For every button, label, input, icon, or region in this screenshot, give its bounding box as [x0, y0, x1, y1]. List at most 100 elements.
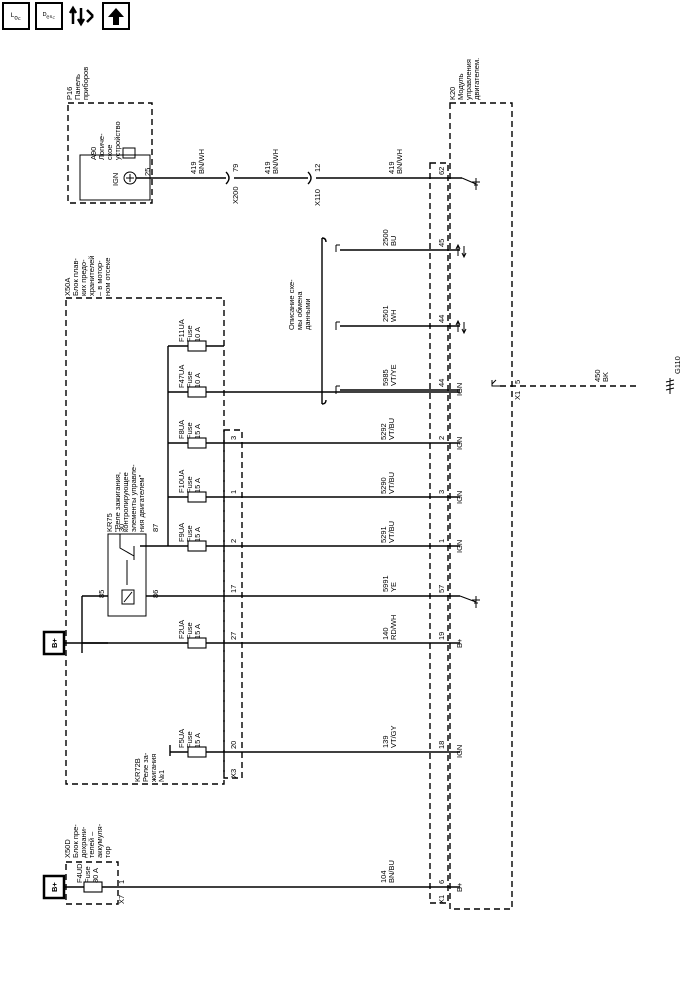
diagram-line: Fuse — [185, 325, 194, 342]
diagram-label: 3 — [229, 436, 238, 440]
diagram-line: P16 — [65, 87, 74, 100]
diagram-line: YE — [389, 582, 398, 592]
diagram-line: VT/BU — [387, 418, 396, 440]
diagram-label: 5290VT/BU — [379, 472, 396, 494]
wire-419b-label: 419BN/WH — [263, 149, 280, 174]
diagram-line: Fuse — [185, 476, 194, 493]
diagram-line: двигателем. — [472, 58, 481, 100]
diagram-line: BN/WH — [395, 149, 404, 174]
diagram-line: элементы управле- — [129, 464, 138, 532]
diagram-line — [123, 591, 133, 603]
diagram-label: 1 — [229, 490, 238, 494]
diagram-line: F11UA — [177, 319, 186, 342]
diagram-label: 1 — [437, 539, 446, 543]
diagram-line: мы обмена — [295, 291, 304, 330]
diagram-label: 18 — [437, 741, 446, 749]
diagram-label: 44 — [437, 379, 446, 387]
diagram-line: KR72B — [133, 758, 142, 782]
description-icon: ᴰₑₛ꜀ — [42, 11, 56, 20]
diagram-label: 17 — [229, 585, 238, 593]
diagram-line: Описание схе- — [287, 279, 296, 330]
diagram-line: "Реле зажигания, — [113, 472, 122, 532]
diagram-line: хранителей — [87, 256, 96, 296]
diagram-line: Модуль — [456, 73, 465, 100]
diagram-line: 419 — [263, 161, 272, 174]
diagram-line: ких предо- — [79, 259, 88, 296]
diagram-label: X3 — [229, 769, 238, 778]
diagram-label: 5991YE — [381, 575, 398, 592]
diagram-label: IGN — [455, 437, 464, 450]
diagram-label: F4UDFuse80 A — [75, 863, 100, 883]
diagram-line: F4UD — [75, 863, 84, 883]
diagram-line — [335, 244, 340, 394]
bidir-arrow-icon — [455, 243, 467, 259]
diagram-line: KR75 — [105, 513, 114, 532]
diagram-label: X1 — [437, 895, 446, 904]
up-button[interactable] — [102, 2, 130, 30]
x110-pin: 12 — [313, 164, 322, 172]
diagram-label: 27 — [229, 632, 238, 640]
diagram-line: F5UA — [177, 729, 186, 748]
diagram-line: ния двигателем" — [137, 474, 146, 532]
data-bus-bracket — [321, 237, 327, 405]
diagram-line: A90 — [89, 147, 98, 160]
diagram-line: тор — [103, 846, 112, 858]
diagram-line: данными — [303, 298, 312, 330]
description-button[interactable]: ᴰₑₛ꜀ — [35, 2, 63, 30]
data-bus-label: Описание схе-мы обменаданными — [287, 279, 312, 330]
x50d-label: X50DБлок пре-дохрани-телей –аккумуля-тор — [63, 823, 112, 858]
x200-pin: 79 — [231, 164, 240, 172]
diagram-label: 87 — [151, 524, 160, 532]
diagram-label: X7 — [117, 895, 126, 904]
diagram-label: 5985VT/YE — [381, 364, 398, 386]
diagram-label: 20 — [229, 741, 238, 749]
x200-connector — [225, 171, 230, 185]
fuse-f2ua — [187, 637, 207, 649]
diagram-line: 10 A — [193, 327, 202, 342]
k20-pin-labels: 62 45 44 44 IGN 2 IGN 3 IGN 1 IGN 57 19 … — [437, 167, 464, 904]
diagram-line: F2UA — [177, 620, 186, 639]
kr75-relay — [107, 533, 147, 617]
diagram-label: 19 — [437, 632, 446, 640]
diagram-line: 15 A — [193, 527, 202, 542]
fuse-f8ua — [187, 437, 207, 449]
diagram-line: дохрани- — [79, 826, 88, 858]
diagram-label: B+ — [455, 882, 464, 892]
diagram-line: VT/GY — [389, 725, 398, 748]
diagram-label: 44 — [437, 315, 446, 323]
diagram-line: 419 — [189, 161, 198, 174]
ground-g110-symbol — [665, 378, 675, 394]
diagram-line: BU — [389, 236, 398, 246]
diagram-label: 1 — [117, 880, 126, 884]
locate-icon: ᴸₒ꜀ — [11, 11, 21, 21]
diagram-line: жигания — [149, 754, 158, 782]
diagram-label: 62 — [437, 167, 446, 175]
diagram-label: F47UAFuse10 A — [177, 365, 202, 388]
diagram-label: 5292VT/BU — [379, 418, 396, 440]
ground-symbol-57 — [459, 595, 480, 608]
diagram-line: F10UA — [177, 470, 186, 493]
locate-button[interactable]: ᴸₒ꜀ — [2, 2, 30, 30]
wire-139 — [169, 745, 460, 756]
diagram-label: 85 — [97, 590, 106, 598]
diagram-label: 104BN/BU — [379, 860, 396, 883]
diagram-line: 139 — [381, 735, 390, 748]
a90-label: A90Логиче-скоеустройство — [89, 121, 122, 160]
diagram-label: 45 — [437, 239, 446, 247]
diagram-line: Fuse — [185, 525, 194, 542]
k20-box — [449, 102, 513, 910]
diagram-label: 2501WH — [381, 305, 398, 322]
diagram-line: F9UA — [177, 523, 186, 542]
diagram-line: BN/BU — [387, 860, 396, 883]
diagram-line: WH — [389, 310, 398, 323]
diagram-line: управления — [464, 59, 473, 100]
diagram-label: IGN — [455, 540, 464, 553]
up-arrow-icon — [108, 8, 124, 25]
fuse-f9ua — [187, 540, 207, 552]
diagram-line: 5292 — [379, 423, 388, 440]
connector-flow-button[interactable] — [68, 2, 96, 30]
diagram-label: F5UAFuse15 A — [177, 729, 202, 748]
diagram-label: F10UAFuse15 A — [177, 470, 202, 493]
diagram-label: 2 — [437, 436, 446, 440]
